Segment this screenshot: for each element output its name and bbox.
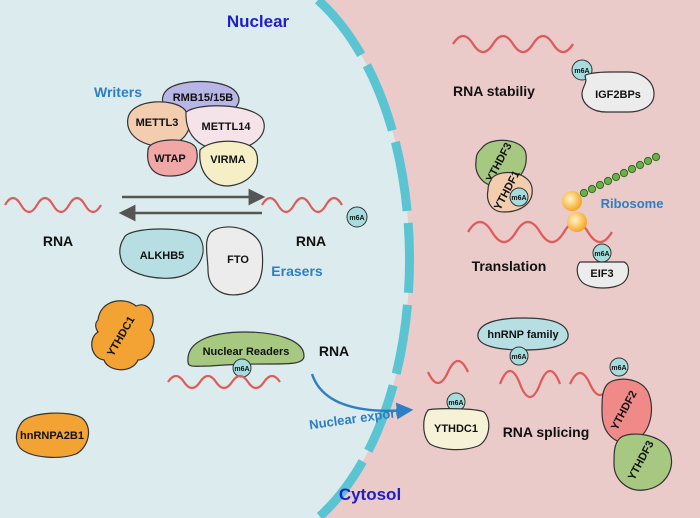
writer-mettl3	[127, 101, 191, 147]
m6a-label-eif3: m6A	[594, 251, 609, 258]
m6a-label-ythdf2: m6A	[611, 365, 626, 372]
eraser-alkbh5-label: ALKHB5	[140, 250, 185, 262]
m6a-label-ythdc1-cyto: m6A	[448, 400, 463, 407]
nuclear-readers	[187, 331, 305, 367]
writer-rmb15-label: RMB15/15B	[173, 92, 234, 104]
hnrnp-family	[477, 317, 569, 351]
writer-virma	[199, 140, 259, 187]
nuclear-readers-label: Nuclear Readers	[203, 346, 290, 358]
eraser-fto-label: FTO	[227, 254, 249, 266]
ythdc1-nuclear	[91, 300, 155, 371]
igf2bps	[581, 71, 655, 113]
rna-label-modified: RNA	[296, 233, 326, 249]
ythdf3-splicing	[613, 433, 673, 491]
nuclear-title: Nuclear	[227, 12, 290, 31]
rna-strand-readers	[167, 374, 281, 390]
ribosome-label: Ribosome	[601, 196, 664, 211]
m6a-label-translation: m6A	[511, 195, 526, 202]
rna-strand-stability	[452, 34, 574, 54]
nucleus-background	[0, 0, 410, 518]
eif3	[576, 261, 630, 289]
rna-strand-left	[4, 196, 102, 214]
ythdc1-cytosol	[423, 408, 490, 451]
writer-wtap-label: WTAP	[154, 153, 186, 165]
rna-stability-label: RNA stabiliy	[453, 83, 535, 99]
erasers-title: Erasers	[271, 263, 323, 279]
writer-mettl3-label: METTL3	[136, 117, 179, 129]
m6a-circle-ythdf2	[609, 357, 629, 377]
rna-label-left: RNA	[43, 233, 73, 249]
m6a-circle-hnrnp	[509, 346, 529, 366]
ythdc1-cytosol-label: YTHDC1	[434, 423, 478, 435]
rna-strand-translation	[467, 220, 613, 244]
ribosome-small-subunit	[567, 212, 587, 232]
nuclear-membrane	[314, 0, 414, 518]
cytosol-title: Cytosol	[339, 485, 401, 504]
m6a-label-nucleus: m6A	[349, 215, 364, 222]
rna-strand-splicing-2	[498, 369, 562, 399]
m6a-circle-translation	[509, 187, 529, 207]
igf2bps-label: IGF2BPs	[595, 89, 641, 101]
hnrnpa2b1	[15, 412, 90, 458]
rna-strand-modified	[261, 196, 343, 214]
rna-splicing-label: RNA splicing	[503, 424, 590, 440]
rna-label-readers: RNA	[319, 343, 349, 359]
ribosome-large-subunit	[562, 191, 582, 211]
translation-label: Translation	[472, 258, 547, 274]
writers-title: Writers	[94, 84, 142, 100]
writer-mettl14-label: METTL14	[202, 121, 252, 133]
hnrnpa2b1-label: hnRNPA2B1	[20, 430, 84, 442]
m6a-label-hnrnp: m6A	[511, 354, 526, 361]
rna-strand-splicing-1	[426, 359, 470, 385]
m6a-label-readers: m6A	[234, 366, 249, 373]
writer-wtap	[147, 139, 198, 177]
eraser-fto	[205, 226, 264, 296]
writer-virma-label: VIRMA	[210, 154, 246, 166]
writer-mettl14	[185, 105, 265, 151]
eraser-alkbh5	[119, 228, 204, 279]
eif3-label: EIF3	[590, 268, 613, 280]
m6a-label-stability: m6A	[574, 68, 589, 75]
nuclear-export-arrow	[310, 373, 414, 420]
m6a-circle-nucleus	[346, 206, 368, 228]
hnrnp-family-label: hnRNP family	[487, 329, 559, 341]
peptide-chain	[579, 152, 661, 198]
